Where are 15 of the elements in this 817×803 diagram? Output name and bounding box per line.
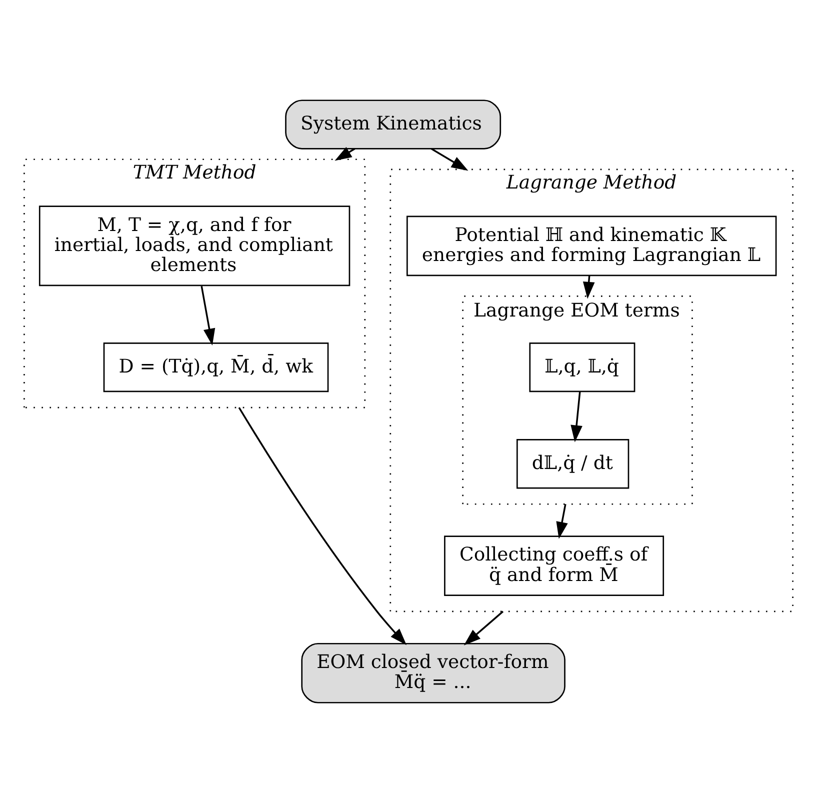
node-box: 𝕃,q, 𝕃,q̇ (529, 342, 636, 392)
arrow (570, 392, 582, 442)
node-box: System Kinematics (285, 100, 502, 150)
node-box: Collecting coeff.s of q̈ and form M̄ (444, 536, 664, 596)
node-box: d𝕃,q̇ / dt (516, 439, 630, 489)
arrow (334, 146, 356, 161)
arrow (430, 148, 468, 171)
arrow (556, 504, 568, 539)
node-box: M, T = χ,q, and f for inertial, loads, and compliant elements (38, 206, 350, 286)
node-box: D = (Tq̇),q, M̄, d̄, wk (103, 342, 329, 392)
arrow (200, 286, 216, 346)
node-box: Potential ℍ and kinematic 𝕂 energies and forming Lagrangian 𝕃 (406, 216, 777, 276)
node-box: EOM closed vector-form M̄q̈ = ... (301, 642, 566, 704)
arrow (464, 610, 504, 646)
arrow (238, 407, 407, 646)
